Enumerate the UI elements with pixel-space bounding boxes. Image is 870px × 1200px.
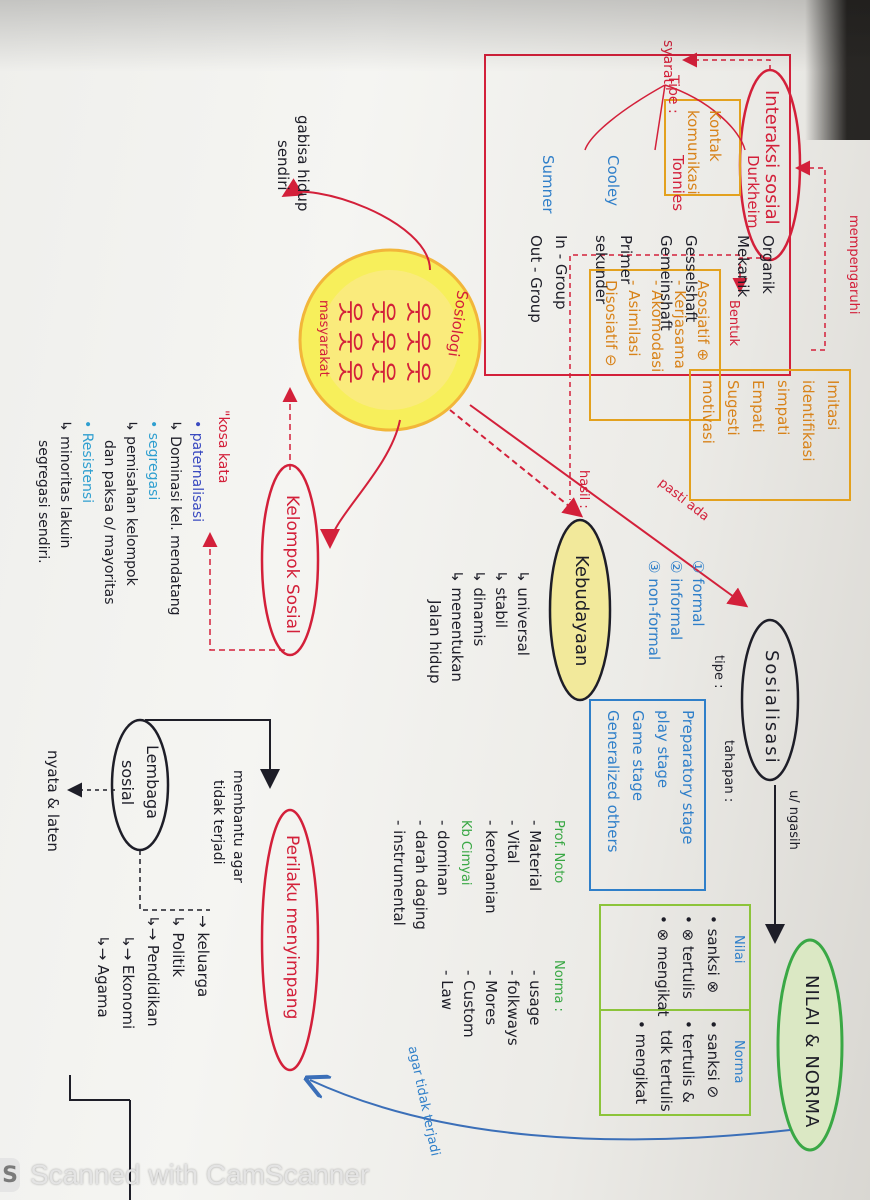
faktor-item: simpati xyxy=(775,380,790,435)
cooley-item: Primer xyxy=(618,235,633,284)
tipe-label: tipe : xyxy=(712,655,725,688)
lembaga-item: → keluarga xyxy=(195,915,210,997)
norma2-item: - Law xyxy=(439,970,454,1010)
kosa-item: • paternalisasi xyxy=(189,420,205,522)
kosa-item: segregasi sendiri. xyxy=(35,440,51,564)
bentuk-label: Bentuk xyxy=(727,300,740,346)
norma2-item: - folkways xyxy=(505,970,520,1046)
lembaga-item: ↳→ Agama xyxy=(95,935,110,1018)
kosa-item: ↳ Dominasi kel. mendatang xyxy=(167,420,183,616)
tonnies-label: Tonnies xyxy=(670,155,685,211)
durkheim-label: Durkheim xyxy=(745,155,760,228)
kb-label: Kb Cimyai xyxy=(459,820,472,886)
sumner-label: Sumner xyxy=(540,155,555,214)
tahapan-label: tahapan : xyxy=(722,740,735,802)
central-caption: masyarakat xyxy=(317,300,330,377)
tonnies-item: Gesselshaft xyxy=(683,235,698,322)
perilaku-title: Perilaku menyimpang xyxy=(283,835,300,1019)
kebudayaan-item: ↳ universal xyxy=(515,570,530,656)
nyata-label: nyata & laten xyxy=(45,750,60,852)
prof-item: - kerohanian xyxy=(483,820,498,914)
tonnies-item: Gemeinshaft xyxy=(658,235,673,331)
kebudayaan-item: ↳ dinamis xyxy=(471,570,486,646)
prof-item: - Material xyxy=(527,820,542,891)
durkheim-item: Organik xyxy=(760,235,775,294)
camscanner-logo-icon: S xyxy=(0,1158,20,1192)
faktor-item: Empati xyxy=(750,380,765,433)
faktor-item: motivasi xyxy=(700,380,715,444)
nilai-item: • sanksi ⊗ xyxy=(705,915,720,993)
faktor-item: Sugesti xyxy=(725,380,740,436)
sosialisasi-title: Sosialisasi xyxy=(762,650,780,765)
sumner-item: In - Group xyxy=(553,235,568,310)
norma-item: tdk tertulis xyxy=(658,1030,673,1112)
norma2-item: - Custom xyxy=(461,970,476,1038)
membantu-line2: tidak terjadi xyxy=(211,780,225,865)
kebudayaan-item: ↳ stabil xyxy=(493,570,508,628)
kb-item: - dominan xyxy=(435,820,450,896)
kb-item: - instrumental xyxy=(391,820,406,926)
norma2-item: - Mores xyxy=(483,970,498,1025)
norma-item: • sanksi ⊘ xyxy=(705,1020,720,1098)
lembaga-item: ↳ Politik xyxy=(170,915,185,977)
norma2-label: Norma : xyxy=(552,960,565,1012)
membantu-line1: membantu agar xyxy=(231,770,245,883)
interaksi-title: Interaksi sosial xyxy=(762,90,780,225)
norma-item: • tertulis & xyxy=(680,1020,695,1103)
people-icon: 웃웃웃 xyxy=(404,300,430,390)
camscanner-watermark: S Scanned with CamScanner xyxy=(0,1150,870,1200)
faktor-item: Imitasi xyxy=(825,380,840,430)
nilai-label: Nilai xyxy=(732,935,745,964)
solo-note-line1: gabisa hidup xyxy=(295,115,310,211)
tahapan-item: play stage xyxy=(655,710,670,788)
nilai-item: • ⊗ mengikat xyxy=(655,915,670,1016)
norma-label: Norma xyxy=(732,1040,745,1083)
cooley-item: sekunder xyxy=(593,235,608,304)
durkheim-item: Mekanik xyxy=(735,235,750,297)
people-icon: 웃웃웃 xyxy=(369,300,395,390)
cooley-label: Cooley xyxy=(605,155,620,206)
prof-label: Prof. Noto xyxy=(552,820,565,883)
kebudayaan-item: Jalan hidup xyxy=(427,600,442,683)
syarat-item: komunikasi xyxy=(685,110,700,195)
kosa-item: ↳ minoritas lakuin xyxy=(57,420,73,548)
solo-note-line2: sendiri xyxy=(275,140,290,191)
nilai-norma-title: NILAI & NORMA xyxy=(802,975,820,1128)
tahapan-item: Preparatory stage xyxy=(680,710,695,844)
hasil-label: hasil : xyxy=(577,470,590,509)
kosa-item: dan paksa o/ mayoritas xyxy=(101,440,117,605)
kebudayaan-item: ↳ menentukan xyxy=(449,570,464,682)
norma2-item: - usage xyxy=(527,970,542,1025)
lembaga-item: ↳→ Pendidikan xyxy=(145,915,160,1027)
tipe-heading: Tipe : xyxy=(666,75,680,114)
tipe-item: ① formal xyxy=(690,560,705,627)
tahapan-item: Game stage xyxy=(630,710,645,801)
watermark-text: Scanned with CamScanner xyxy=(30,1159,369,1191)
syarat-item: Kontak xyxy=(707,110,722,162)
norma-item: • mengikat xyxy=(633,1020,648,1104)
bentuk-item: - Asimilasi xyxy=(626,280,641,357)
lembaga-item: ↳→ Ekonomi xyxy=(120,935,135,1029)
lembaga-title: Lembaga xyxy=(144,745,160,819)
kb-item: - darah daging xyxy=(413,820,428,930)
mempengaruhi-label: mempengaruhi xyxy=(847,215,860,314)
lembaga-title: sosial xyxy=(119,760,135,805)
kosa-item: ↳ pemisahan kelompok xyxy=(123,420,139,586)
ngasih-label: u/ ngasih xyxy=(787,790,800,850)
kelompok-title: Kelompok Sosial xyxy=(283,495,300,634)
prof-item: - Vital xyxy=(505,820,520,864)
tahapan-item: Generalized others xyxy=(605,710,620,852)
faktor-item: identifikasi xyxy=(800,380,815,462)
kosa-item: • segregasi xyxy=(145,420,161,500)
kosa-label: "kosa kata xyxy=(216,410,230,483)
kebudayaan-title: Kebudayaan xyxy=(572,555,590,666)
kosa-item: • Resistensi xyxy=(79,420,95,503)
sumner-item: Out - Group xyxy=(528,235,543,323)
nilai-item: • ⊗ tertulis xyxy=(680,915,695,999)
tipe-item: ③ non-formal xyxy=(646,560,661,660)
people-icon: 웃웃웃 xyxy=(336,300,362,390)
tipe-item: ② informal xyxy=(668,560,683,640)
